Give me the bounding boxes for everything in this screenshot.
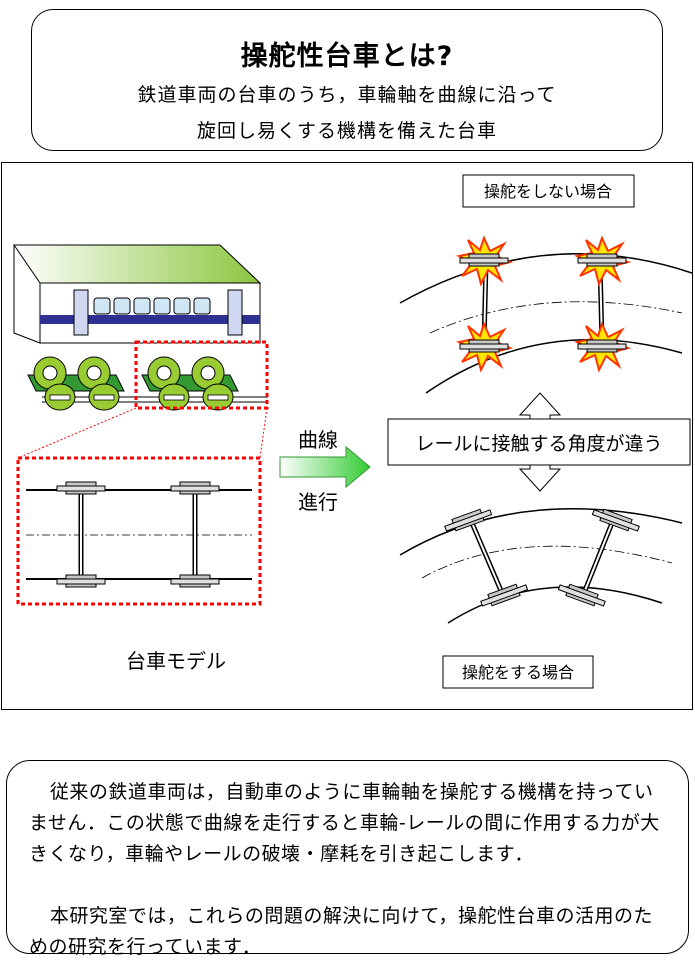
bogie-diagram: 台車モデル 曲線 進行 操舵をしない場合 レールに接触する角度が違う <box>13 174 692 689</box>
diagram-panel: 台車モデル 曲線 進行 操舵をしない場合 レールに接触する角度が違う <box>1 162 693 710</box>
title-box: 操舵性台車とは? 鉄道車両の台車のうち，車輪軸を曲線に沿って 旋回し易くする機構… <box>31 9 663 151</box>
steering-label-box <box>442 655 594 689</box>
train-car-illustration <box>13 244 262 344</box>
description-box: 従来の鉄道車両は，自動車のように車輪軸を操舵する機構を持っていません．この状態で… <box>6 760 689 958</box>
no-steering-label-box <box>462 174 635 208</box>
down-arrow <box>518 464 562 492</box>
contact-angle-label: レールに接触する角度が違う <box>415 433 662 455</box>
curve-no-steering <box>399 237 692 394</box>
description-paragraph-2: 本研究室では，これらの問題の解決に向けて，操舵性台車の活用のための研究を行ってい… <box>29 905 654 958</box>
steering-label: 操舵をする場合 <box>462 664 574 682</box>
bogie-highlight-box <box>134 340 269 410</box>
subtitle-line-2: 旋回し易くする機構を備えた台車 <box>196 120 497 142</box>
curve-label: 曲線 <box>298 429 338 452</box>
page-title: 操舵性台車とは? <box>240 41 454 72</box>
bogie-model-box <box>16 456 262 606</box>
curve-steering <box>399 505 683 624</box>
up-arrow <box>518 392 562 420</box>
description-paragraph-1: 従来の鉄道車両は，自動車のように車輪軸を操舵する機構を持っていません．この状態で… <box>29 781 660 865</box>
bogie-model-schematic <box>26 481 252 588</box>
travel-arrow <box>279 445 371 489</box>
contact-angle-label-box <box>387 418 691 466</box>
no-steering-label: 操舵をしない場合 <box>484 183 612 201</box>
travel-label: 進行 <box>298 491 338 514</box>
subtitle-line-1: 鉄道車両の台車のうち，車輪軸を曲線に沿って <box>137 84 557 106</box>
bogie-model-label: 台車モデル <box>126 650 226 673</box>
